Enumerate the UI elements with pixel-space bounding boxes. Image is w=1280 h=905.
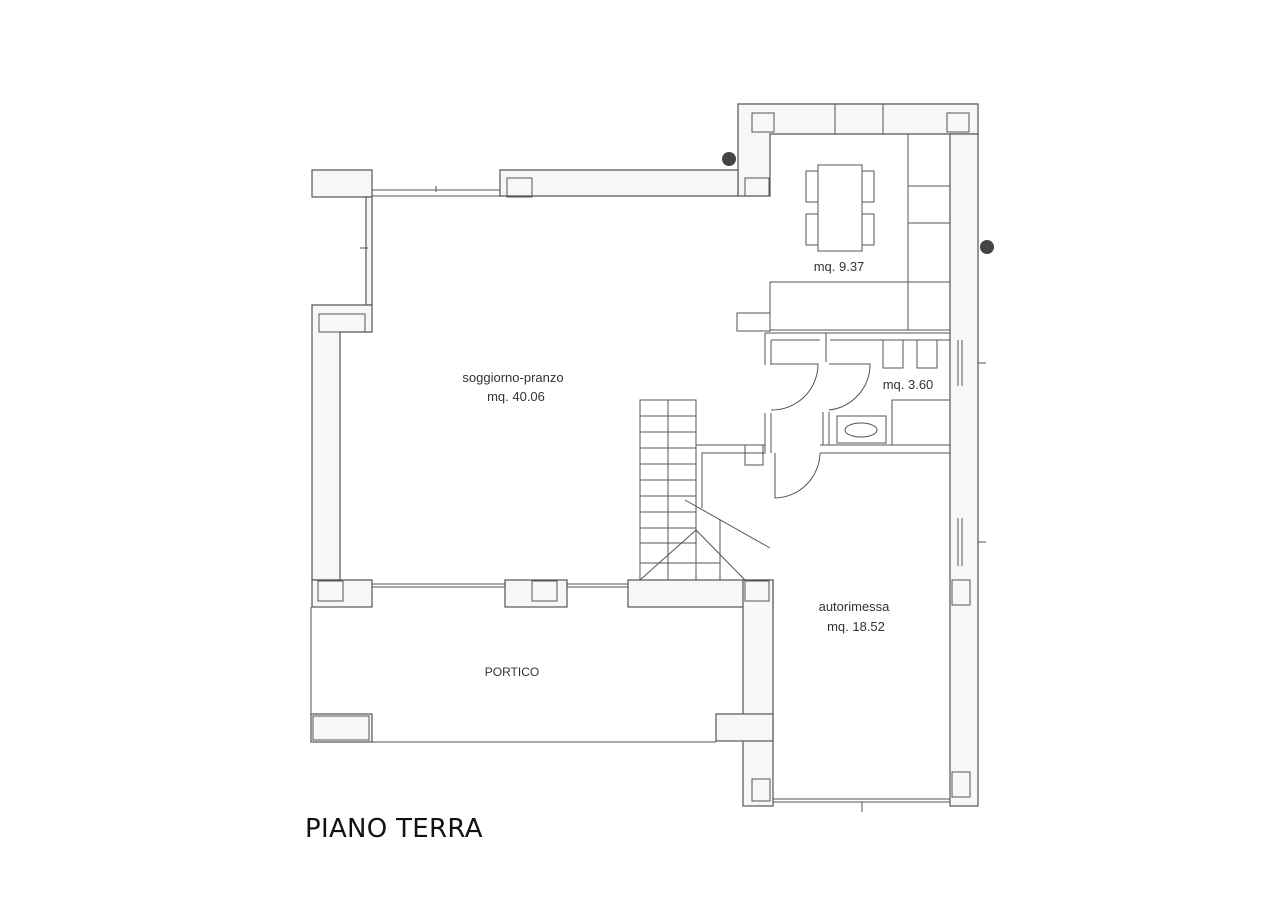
wall-west [311,304,373,581]
room-name-garage: autorimessa [818,599,890,614]
portico-pillar-left [310,713,373,743]
room-name-living: soggiorno-pranzo [462,370,564,385]
pillar-top-left [311,169,373,198]
portico-pillar-right [715,713,774,742]
wall-garage-west [742,579,774,807]
room-name-portico: PORTICO [484,665,540,679]
room-area-kitchen: mq. 9.37 [813,259,865,274]
wall-south-mid [504,579,568,608]
room-area-living: mq. 40.06 [487,389,545,404]
marker-dot-north [722,152,736,166]
wall-south-left [311,579,373,608]
wall-north-living [499,169,739,197]
room-area-garage: mq. 18.52 [827,619,885,634]
wall-east [949,133,979,807]
drawing-title: PIANO TERRA [305,814,483,844]
wall-west-upper [365,196,373,306]
dining-table [817,164,863,252]
room-area-bathroom: mq. 3.60 [882,377,934,392]
marker-dot-east [980,240,994,254]
